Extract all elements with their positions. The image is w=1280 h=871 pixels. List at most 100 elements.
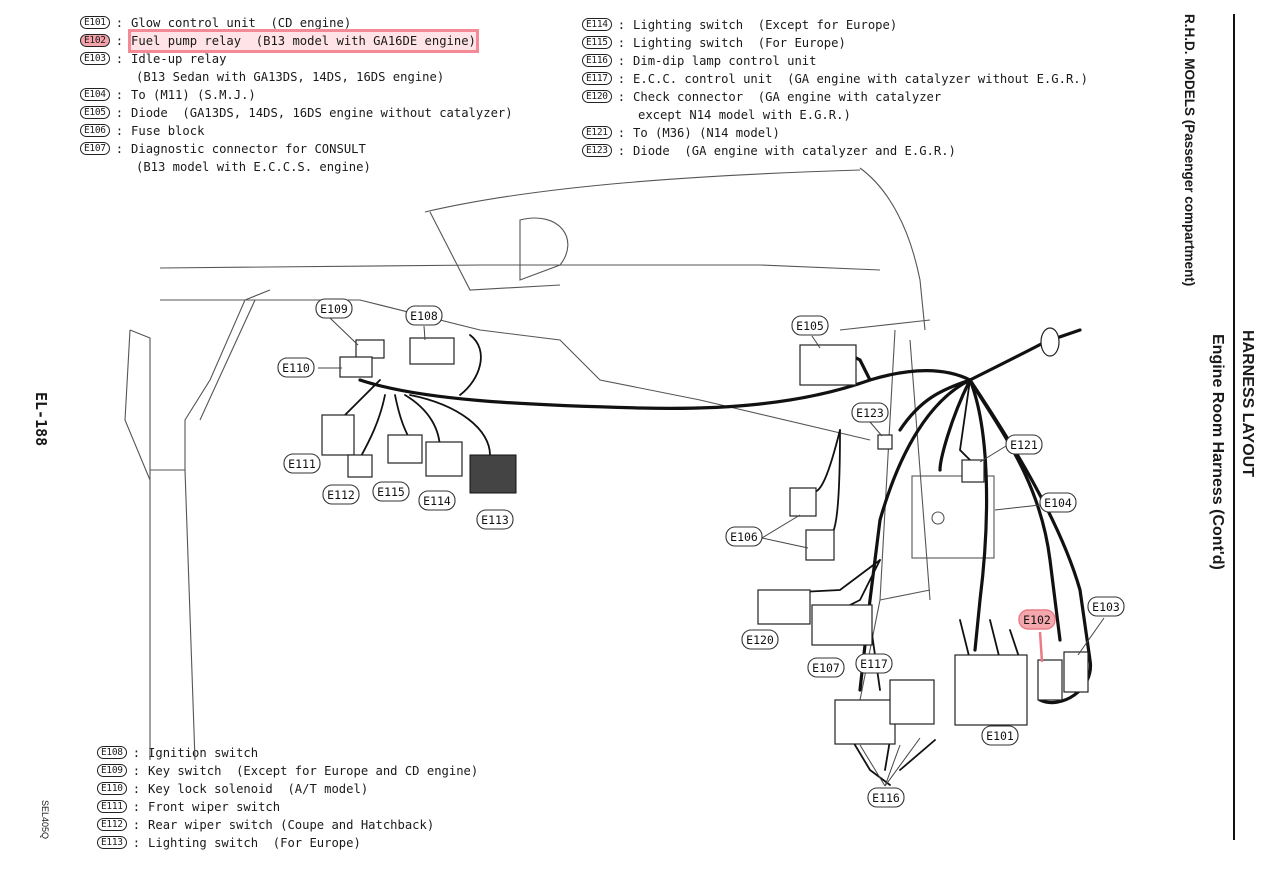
connector-e111 — [321, 414, 355, 456]
legend-code: E109 — [97, 764, 127, 777]
legend-item: E103: Idle-up relay — [80, 50, 513, 68]
legend-code: E106 — [80, 124, 110, 137]
legend-item: E121:To (M36) (N14 model) — [582, 124, 1088, 142]
connector-e102 — [1037, 659, 1063, 701]
callout-e115: E115 — [372, 481, 410, 502]
legend-separator: : — [617, 72, 626, 86]
callout-label: E117 — [860, 657, 888, 671]
callout-e112: E112 — [322, 484, 360, 505]
right-vertical-rule — [1233, 14, 1235, 840]
callout-label: E110 — [282, 361, 310, 375]
legend-code: E105 — [80, 106, 110, 119]
legend-separator: : — [132, 746, 141, 760]
legend-text: Diode (GA13DS, 14DS, 16DS engine without… — [131, 106, 513, 120]
legend-separator: : — [115, 106, 124, 120]
legend-text: Rear wiper switch (Coupe and Hatchback) — [148, 818, 435, 832]
legend-text-continued: (B13 Sedan with GA13DS, 14DS, 16DS engin… — [136, 70, 445, 84]
callout-e105: E105 — [791, 315, 829, 336]
legend-code: E121 — [582, 126, 612, 139]
legend-text: Glow control unit (CD engine) — [131, 16, 352, 30]
legend-item: E104: To (M11) (S.M.J.) — [80, 86, 513, 104]
callout-e123: E123 — [851, 402, 889, 423]
legend-text: Diagnostic connector for CONSULT — [131, 142, 366, 156]
callout-label: E121 — [1010, 438, 1038, 452]
legend-text: Key lock solenoid (A/T model) — [148, 782, 369, 796]
legend-item: E101:Glow control unit (CD engine) — [80, 14, 513, 32]
connector-e114 — [425, 441, 463, 477]
connectors — [321, 327, 1089, 745]
connector-e103 — [1063, 651, 1089, 693]
legend-text: Dim-dip lamp control unit — [633, 54, 817, 68]
legend-text: E.C.C. control unit (GA engine with cata… — [633, 72, 1088, 86]
legend-separator: : — [115, 16, 124, 30]
legend-separator: : — [617, 144, 626, 158]
legend-item: E107:Diagnostic connector for CONSULT — [80, 140, 513, 158]
callout-label: E120 — [746, 633, 774, 647]
legend-item: E109:Key switch (Except for Europe and C… — [97, 762, 478, 780]
legend-item: E105: Diode (GA13DS, 14DS, 16DS engine wi… — [80, 104, 513, 122]
callout-e106: E106 — [725, 526, 763, 547]
legend-text-continued: (B13 model with E.C.C.S. engine) — [136, 160, 371, 174]
callout-e103: E103 — [1087, 596, 1125, 617]
callout-label: E111 — [288, 457, 316, 471]
callout-e114: E114 — [418, 490, 456, 511]
callout-label: E107 — [812, 661, 840, 675]
legend-separator: : — [115, 142, 124, 156]
legend-item: E111:Front wiper switch — [97, 798, 478, 816]
legend-separator: : — [115, 88, 124, 102]
legend-code: E102 — [80, 34, 110, 47]
callout-label: E104 — [1044, 496, 1072, 510]
legend-text-continued: except N14 model with E.G.R.) — [638, 108, 851, 122]
legend-item: E112:Rear wiper switch (Coupe and Hatchb… — [97, 816, 478, 834]
connector-e113 — [469, 454, 517, 494]
legend-text: To (M11) (S.M.J.) — [131, 88, 256, 102]
legend-text: Idle-up relay — [131, 52, 227, 66]
callout-label: E116 — [872, 791, 900, 805]
figure-code: SEL405Q — [40, 800, 50, 840]
legend-item: E115:Lighting switch (For Europe) — [582, 34, 1088, 52]
legend-code: E116 — [582, 54, 612, 67]
callout-e121: E121 — [1005, 434, 1043, 455]
legend-separator: : — [115, 124, 124, 138]
legend-separator: : — [115, 52, 124, 66]
callout-e113: E113 — [476, 509, 514, 530]
legend-separator: : — [617, 90, 626, 104]
grommet — [1040, 327, 1060, 357]
legend-item: E116:Dim-dip lamp control unit — [582, 52, 1088, 70]
legend-item: E113:Lighting switch (For Europe) — [97, 834, 478, 852]
callout-label: E101 — [986, 729, 1014, 743]
legend-top-left: E101:Glow control unit (CD engine)E102:F… — [80, 14, 513, 176]
legend-item: E106:Fuse block — [80, 122, 513, 140]
connector-e106-b — [805, 529, 835, 561]
legend-text: Lighting switch (For Europe) — [148, 836, 361, 850]
connector-e109 — [355, 339, 385, 359]
legend-text: Lighting switch (For Europe) — [633, 36, 846, 50]
legend-text: Ignition switch — [148, 746, 259, 760]
connector-e112 — [347, 454, 373, 478]
legend-code: E104 — [80, 88, 110, 101]
connector-e106-a — [789, 487, 817, 517]
callout-label: E109 — [320, 302, 348, 316]
connector-e108 — [409, 337, 455, 365]
page-title: HARNESS LAYOUT — [1239, 330, 1256, 477]
legend-code: E103 — [80, 52, 110, 65]
wiring-harness — [339, 328, 1092, 786]
leader-lines — [318, 317, 1105, 787]
legend-code: E108 — [97, 746, 127, 759]
side-title: R.H.D. MODELS (Passenger compartment) — [1182, 14, 1197, 287]
legend-top-right: E114:Lighting switch (Except for Europe)… — [582, 16, 1088, 160]
legend-code: E110 — [97, 782, 127, 795]
callout-label: E112 — [327, 488, 355, 502]
legend-separator: : — [132, 836, 141, 850]
legend-separator: : — [617, 126, 626, 140]
legend-code: E117 — [582, 72, 612, 85]
legend-code: E123 — [582, 144, 612, 157]
legend-item: E110:Key lock solenoid (A/T model) — [97, 780, 478, 798]
callout-e104: E104 — [1039, 492, 1077, 513]
callout-label: E114 — [423, 494, 451, 508]
legend-text: Fuel pump relay (B13 model with GA16DE e… — [128, 29, 479, 53]
